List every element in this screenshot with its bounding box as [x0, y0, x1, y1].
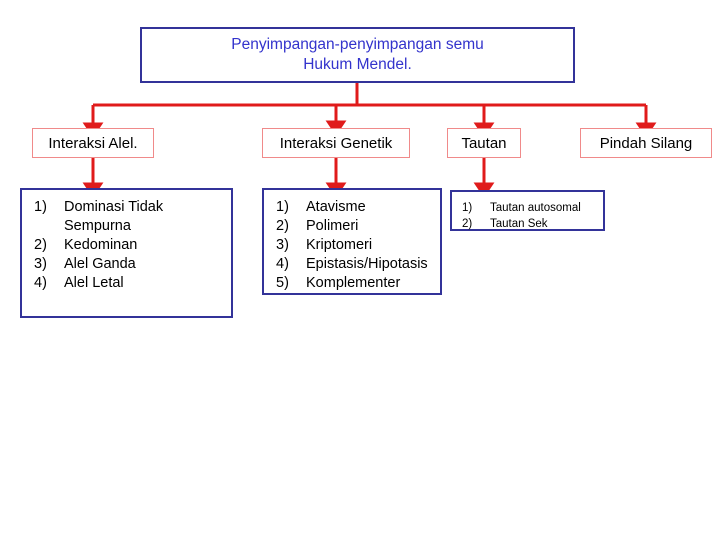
list-item-number: 3): [34, 256, 47, 272]
list-item: 2) Kedominan: [22, 236, 231, 255]
list-item-text: Atavisme: [306, 199, 366, 215]
list-item-text: Tautan autosomal: [490, 202, 581, 214]
list-item-number: 2): [462, 218, 473, 230]
list-box-interaksi-genetik: 1) Atavisme 2) Polimeri 3) Kriptomeri 4)…: [262, 188, 442, 295]
list-item-number: 1): [276, 199, 289, 215]
list-item: 1) Atavisme: [264, 198, 440, 217]
list-item-text: Tautan Sek: [490, 218, 548, 230]
list-item-number: 1): [34, 199, 47, 215]
list-item-number: 5): [276, 275, 289, 291]
list-box-interaksi-alel: 1) Dominasi Tidak Sempurna 2) Kedominan …: [20, 188, 233, 318]
category-label: Interaksi Alel.: [48, 134, 138, 152]
list-item: 2) Tautan Sek: [452, 216, 603, 232]
list-item-text: Kedominan: [64, 237, 138, 253]
list-item: 3) Alel Ganda: [22, 255, 231, 274]
list-item-number: 2): [276, 218, 289, 234]
list-item-text: Epistasis/Hipotasis: [306, 256, 428, 272]
list-item: 1) Tautan autosomal: [452, 200, 603, 216]
list-item-text: Komplementer: [306, 275, 401, 291]
list-item-number: 4): [34, 275, 47, 291]
list-item-text: Dominasi Tidak Sempurna: [64, 199, 164, 234]
list-item: 2) Polimeri: [264, 217, 440, 236]
list-box-tautan: 1) Tautan autosomal 2) Tautan Sek: [450, 190, 605, 231]
list-item-text: Kriptomeri: [306, 237, 373, 253]
list-item-text: Alel Letal: [64, 275, 124, 291]
diagram-title-box: Penyimpangan-penyimpangan semu Hukum Men…: [140, 27, 575, 83]
list-item-number: 4): [276, 256, 289, 272]
list-item: 1) Dominasi Tidak Sempurna: [22, 198, 231, 236]
category-box-interaksi-alel[interactable]: Interaksi Alel.: [32, 128, 154, 158]
category-box-pindah-silang[interactable]: Pindah Silang: [580, 128, 712, 158]
list-item: 3) Kriptomeri: [264, 236, 440, 255]
list-item: 4) Epistasis/Hipotasis: [264, 255, 440, 274]
list-item-text: Alel Ganda: [64, 256, 136, 272]
list-item: 4) Alel Letal: [22, 274, 231, 293]
list-item-number: 3): [276, 237, 289, 253]
list-item-text: Polimeri: [306, 218, 359, 234]
category-label: Tautan: [461, 134, 507, 152]
title-line-2: Hukum Mendel.: [303, 56, 412, 73]
list-item-number: 2): [34, 237, 47, 253]
title-line-1: Penyimpangan-penyimpangan semu: [231, 36, 484, 53]
category-box-interaksi-genetik[interactable]: Interaksi Genetik: [262, 128, 410, 158]
category-label: Pindah Silang: [599, 134, 693, 152]
list-item-number: 1): [462, 202, 473, 214]
category-box-tautan[interactable]: Tautan: [447, 128, 521, 158]
list-item: 5) Komplementer: [264, 274, 440, 293]
category-label: Interaksi Genetik: [279, 134, 393, 152]
